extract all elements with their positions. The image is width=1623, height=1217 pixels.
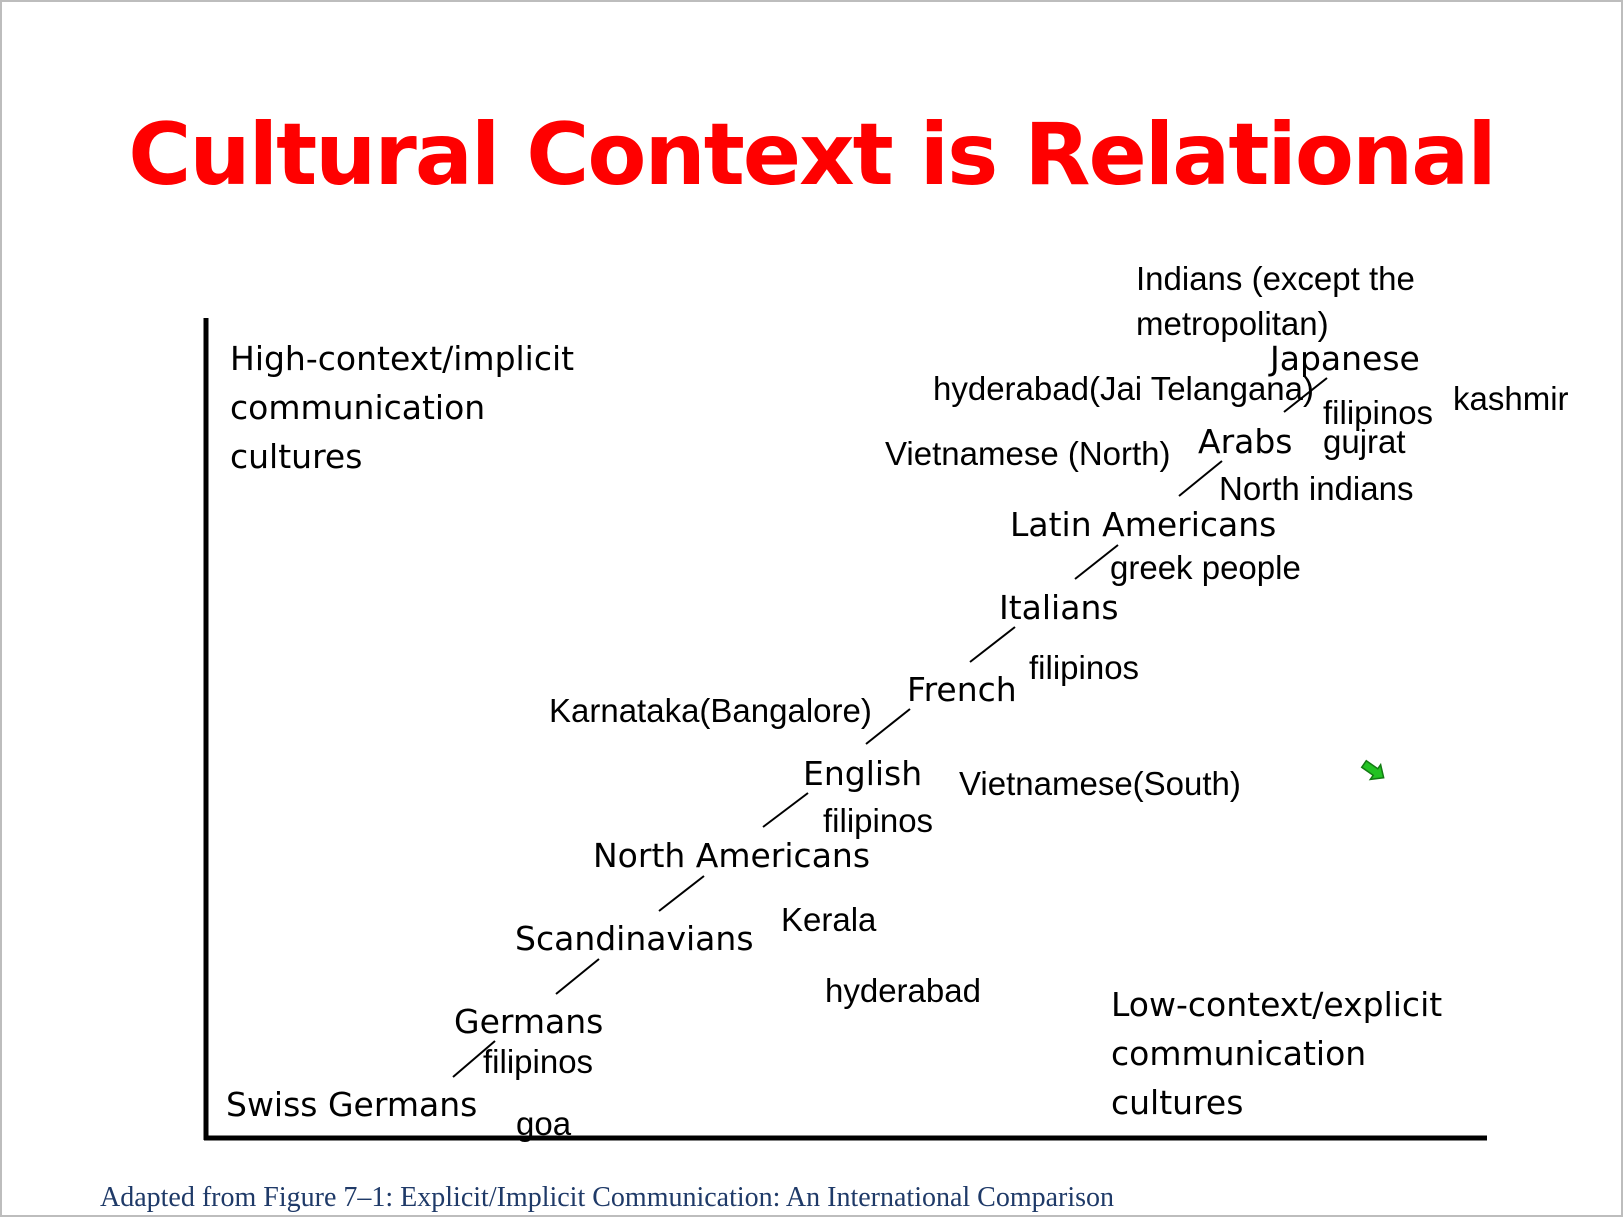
high-context-label: High-context/implicit communication cult…: [230, 339, 575, 476]
culture-swiss-germans: Swiss Germans: [226, 1085, 478, 1124]
annotation-karnataka-bangalore: Karnataka(Bangalore): [549, 692, 872, 729]
connector-north-americans: [762, 792, 809, 828]
annotation-kerala: Kerala: [781, 901, 877, 938]
annotation-filipinos-top: filipinos: [1323, 394, 1434, 431]
connector-latin-americans: [1178, 460, 1223, 497]
connector-arabs: [1283, 377, 1328, 413]
culture-arabs: Arabs: [1198, 422, 1293, 461]
annotation-filipinos-english: filipinos: [823, 802, 934, 839]
connector-italians: [1074, 544, 1119, 580]
annotation-filipinos-germans: filipinos: [483, 1043, 594, 1080]
culture-latin-americans: Latin Americans: [1010, 505, 1277, 544]
connector-germans: [555, 958, 600, 995]
annotation-vietnamese-south: Vietnamese(South): [959, 765, 1241, 802]
culture-italians: Italians: [999, 588, 1119, 627]
culture-japanese: Japanese: [1270, 339, 1420, 378]
culture-north-americans: North Americans: [593, 836, 871, 875]
annotation-kashmir: kashmir: [1453, 380, 1569, 417]
low-context-label: Low-context/explicit communication cultu…: [1111, 985, 1443, 1122]
annotation-indians-line2: metropolitan): [1136, 305, 1329, 342]
annotation-hyderabad: hyderabad: [825, 972, 981, 1009]
culture-french: French: [907, 670, 1017, 709]
slide-title: Cultural Context is Relational: [128, 105, 1496, 205]
culture-germans: Germans: [454, 1002, 604, 1041]
annotation-hyderabad-jai-telangana: hyderabad(Jai Telangana): [933, 370, 1314, 407]
annotation-north-indians: North indians: [1219, 470, 1414, 507]
annotation-greek-people: greek people: [1110, 549, 1301, 586]
culture-scandinavians: Scandinavians: [515, 919, 754, 958]
connector-english: [865, 708, 911, 745]
annotation-goa: goa: [516, 1105, 572, 1142]
culture-english: English: [803, 754, 923, 793]
annotation-filipinos-italians: filipinos: [1029, 649, 1140, 686]
connector-french: [969, 626, 1016, 663]
annotation-vietnamese-north: Vietnamese (North): [885, 435, 1171, 472]
green-arrow-cursor-icon: [1360, 759, 1385, 781]
annotation-gujrat: gujrat: [1323, 423, 1406, 460]
connector-swiss-germans: [452, 1040, 496, 1078]
figure-caption: Adapted from Figure 7–1: Explicit/Implic…: [100, 1182, 1115, 1213]
connector-scandinavians: [658, 875, 705, 912]
annotation-indians-line1: Indians (except the: [1136, 260, 1415, 297]
